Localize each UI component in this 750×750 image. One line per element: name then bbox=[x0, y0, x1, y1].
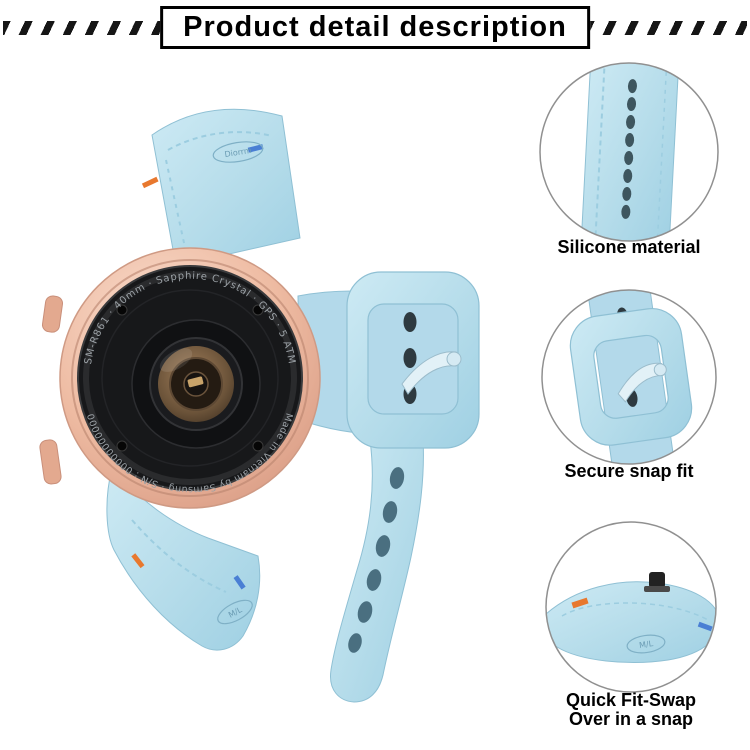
title-dashes-right bbox=[587, 21, 747, 35]
callout-quickfit-photo: M/L bbox=[545, 521, 717, 693]
bottom-strap: M/L bbox=[106, 466, 261, 651]
page-title: Product detail description bbox=[160, 6, 590, 49]
screw bbox=[116, 304, 128, 316]
callout-label-quickfit-line2: Over in a snap bbox=[568, 709, 694, 729]
callout-label-quickfit-line1: Quick Fit-Swap bbox=[565, 690, 697, 710]
callout-label-silicone: Silicone material bbox=[557, 237, 701, 257]
strap-hole bbox=[366, 569, 382, 591]
accent-orange-tick bbox=[571, 597, 589, 609]
accent-blue-tick bbox=[233, 575, 246, 590]
accent-orange-tick bbox=[131, 553, 145, 569]
screw bbox=[252, 440, 264, 452]
callout-label-snap: Secure snap fit bbox=[564, 461, 694, 481]
title-dashes-left bbox=[3, 21, 163, 35]
buckle bbox=[346, 271, 480, 449]
side-button bbox=[41, 295, 64, 333]
buckle-prong bbox=[401, 351, 457, 395]
strap-brand-stamp: Diorrm bbox=[212, 141, 264, 163]
strap-hole bbox=[375, 535, 391, 557]
screw bbox=[116, 440, 128, 452]
strap-hole bbox=[403, 312, 417, 332]
strap-hole bbox=[403, 348, 417, 368]
sensor-cluster bbox=[131, 319, 261, 449]
upper-strap: Diorrm bbox=[141, 108, 301, 267]
callout-silicone-photo bbox=[539, 62, 719, 242]
accent-blue-tick bbox=[247, 144, 264, 153]
strap-hole bbox=[389, 467, 405, 489]
strap-hole bbox=[382, 501, 398, 523]
strap-hole bbox=[357, 601, 373, 623]
screw bbox=[252, 304, 264, 316]
callout-snap-photo bbox=[541, 289, 717, 465]
side-button bbox=[39, 439, 62, 485]
accent-orange-tick bbox=[141, 176, 159, 189]
quick-release-pin bbox=[649, 572, 665, 588]
strap-hole bbox=[348, 633, 362, 653]
long-strap bbox=[330, 437, 424, 703]
accent-blue-tick bbox=[697, 621, 713, 632]
callout-label-quickfit: Quick Fit-Swap Over in a snap bbox=[519, 691, 743, 729]
svg-text:M/L: M/L bbox=[638, 639, 654, 650]
watch-back: SM-R861 · 40mm · Sapphire Crystal · GPS … bbox=[77, 265, 303, 495]
svg-text:Diorrm: Diorrm bbox=[224, 146, 253, 159]
